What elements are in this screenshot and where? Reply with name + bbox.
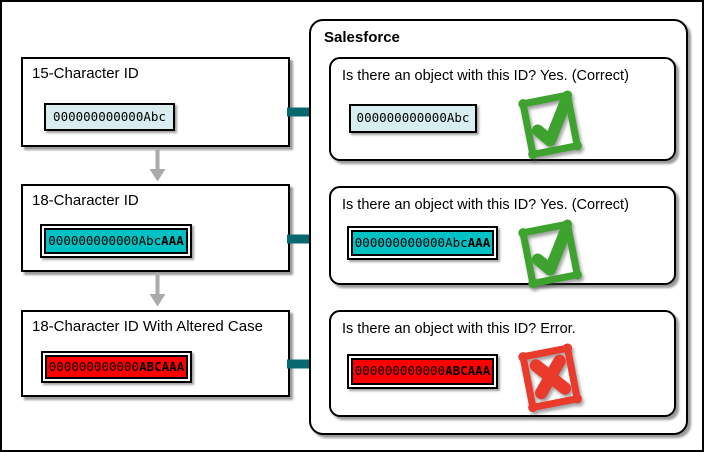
box-title: 18-Character ID With Altered Case: [32, 318, 263, 335]
id-text: 000000000000Abc: [48, 232, 162, 248]
result-box: Is there an object with this ID? Error. …: [329, 310, 676, 417]
x-icon: [518, 343, 582, 413]
id-text-suffix: AAA: [467, 234, 491, 250]
box-title: 18-Character ID: [32, 192, 139, 209]
result-icon-slot: [509, 338, 591, 416]
result-question: Is there an object with this ID? Yes. (C…: [342, 68, 629, 84]
id-text-suffix: ABCAAA: [139, 358, 185, 374]
check-icon: [518, 90, 582, 160]
id-text: 000000000000: [354, 363, 446, 379]
id-text: 000000000000Abc: [53, 108, 166, 124]
id-text-suffix: ABCAAA: [445, 363, 491, 379]
id-text: 000000000000: [48, 358, 140, 374]
id-text-suffix: AAA: [161, 232, 184, 248]
result-icon-slot: [509, 214, 591, 292]
box-title: 15-Character ID: [32, 65, 139, 82]
result-icon-slot: [509, 85, 591, 163]
result-question: Is there an object with this ID? Yes. (C…: [342, 197, 629, 213]
check-icon: [518, 219, 582, 289]
arrow-down-icon: [149, 148, 166, 182]
arrow-down-icon: [149, 273, 166, 307]
result-box: Is there an object with this ID? Yes. (C…: [329, 186, 676, 289]
left-box-18-char-id-altered-case: 18-Character ID With Altered Case 000000…: [21, 310, 290, 397]
result-question: Is there an object with this ID? Error.: [342, 321, 576, 337]
result-box: Is there an object with this ID? Yes. (C…: [329, 57, 676, 161]
id-text: 000000000000Abc: [356, 110, 470, 126]
salesforce-label: Salesforce: [324, 29, 400, 46]
salesforce-container: Salesforce Is there an object with this …: [309, 19, 688, 435]
left-box-15-char-id: 15-Character ID 000000000000Abc: [21, 57, 290, 147]
id-text: 000000000000Abc: [354, 234, 468, 250]
id-value-chip: 000000000000Abc: [349, 104, 477, 133]
id-value-chip: 000000000000Abc: [44, 103, 175, 131]
